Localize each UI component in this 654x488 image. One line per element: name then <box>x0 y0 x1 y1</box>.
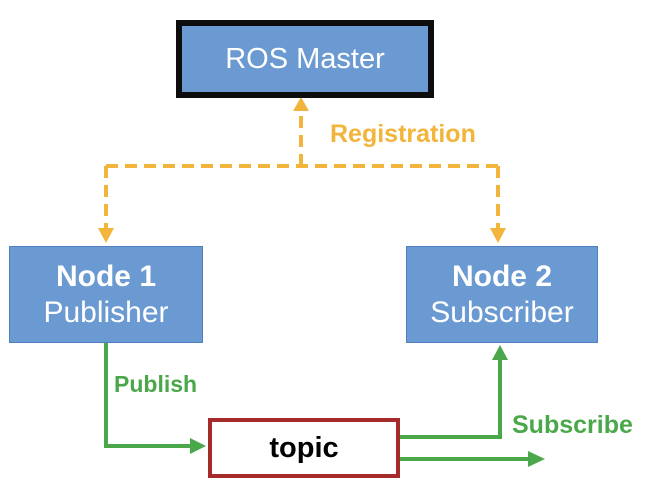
publish-label: Publish <box>114 371 198 397</box>
ros-master-box: ROS Master <box>176 20 434 98</box>
arrowhead-to-node1 <box>98 228 114 243</box>
arrowhead-to-node2-subscribe <box>492 345 508 360</box>
publish-line <box>104 343 190 448</box>
node2-subscriber-box: Node 2 Subscriber <box>406 246 598 343</box>
arrowhead-to-node2 <box>490 228 506 243</box>
ros-master-label: ROS Master <box>225 42 385 75</box>
node1-role: Publisher <box>43 295 169 329</box>
arrowhead-to-master <box>293 97 309 111</box>
subscribe-label: Subscribe <box>512 411 633 439</box>
topic-box: topic <box>208 418 400 478</box>
node1-publisher-box: Node 1 Publisher <box>9 246 203 343</box>
topic-label: topic <box>269 431 339 464</box>
arrowhead-topic-outgoing <box>528 451 545 467</box>
arrowhead-to-topic <box>190 438 206 454</box>
subscribe-line <box>400 360 502 439</box>
node1-title: Node 1 <box>55 259 157 293</box>
node2-role: Subscriber <box>430 295 574 329</box>
node2-title: Node 2 <box>451 259 553 293</box>
registration-label: Registration <box>330 120 476 148</box>
